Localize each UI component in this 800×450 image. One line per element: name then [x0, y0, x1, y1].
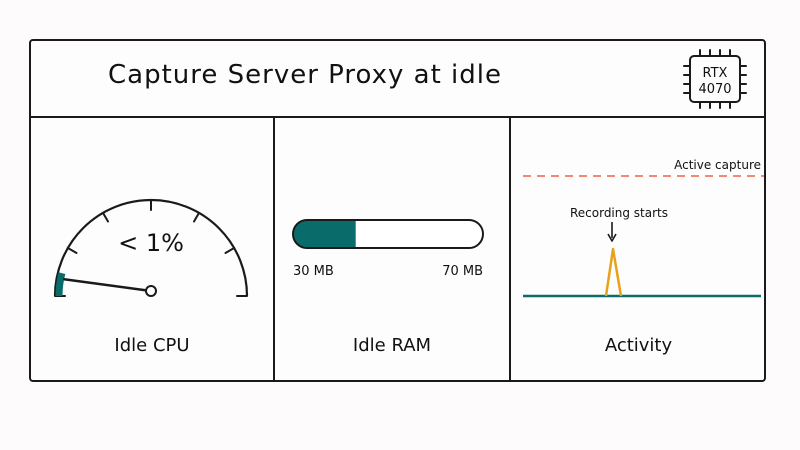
gauge-tick — [193, 211, 200, 223]
activity-chart: Active capture Recording starts — [523, 158, 764, 298]
gauge-ticks — [54, 199, 248, 297]
header: Capture Server Proxy at idle — [31, 41, 764, 118]
gauge-pivot — [145, 285, 157, 297]
ram-max-label: 70 MB — [442, 264, 483, 279]
ram-bar-outline — [292, 219, 484, 249]
chip-label-line1: RTX — [703, 66, 728, 81]
chip-label-line2: 4070 — [698, 82, 731, 97]
cpu-gauge: < 1% — [53, 198, 249, 297]
dashboard-frame: Capture Server Proxy at idle — [29, 39, 766, 382]
recording-annotation: Recording starts — [570, 206, 668, 220]
page-title: Capture Server Proxy at idle — [108, 60, 502, 90]
ram-caption: Idle RAM — [352, 335, 432, 356]
activity-caption: Activity — [604, 335, 673, 356]
gauge-needle — [62, 277, 153, 293]
ram-panel: 30 MB 70 MB Idle RAM — [275, 118, 511, 382]
ram-bar: 30 MB 70 MB — [292, 219, 484, 279]
gauge-tick — [102, 211, 109, 223]
activity-spike — [604, 247, 623, 297]
ram-min-label: 30 MB — [293, 264, 334, 279]
ram-bar-fill — [293, 220, 356, 248]
threshold-label: Active capture — [674, 158, 761, 172]
cpu-panel: < 1% Idle CPU — [31, 118, 275, 382]
cpu-caption: Idle CPU — [114, 335, 190, 356]
gauge-tick — [224, 247, 236, 254]
metric-panels: < 1% Idle CPU 30 MB 70 MB Idle RAM — [31, 118, 764, 382]
gauge-tick — [66, 247, 78, 254]
gpu-chip-icon: RTX 4070 — [683, 49, 747, 109]
cpu-value-label: < 1% — [118, 229, 184, 257]
activity-panel: Active capture Recording starts Activity — [511, 118, 766, 382]
annotation-arrowhead — [607, 233, 617, 242]
gauge-fill-arc — [55, 272, 66, 297]
